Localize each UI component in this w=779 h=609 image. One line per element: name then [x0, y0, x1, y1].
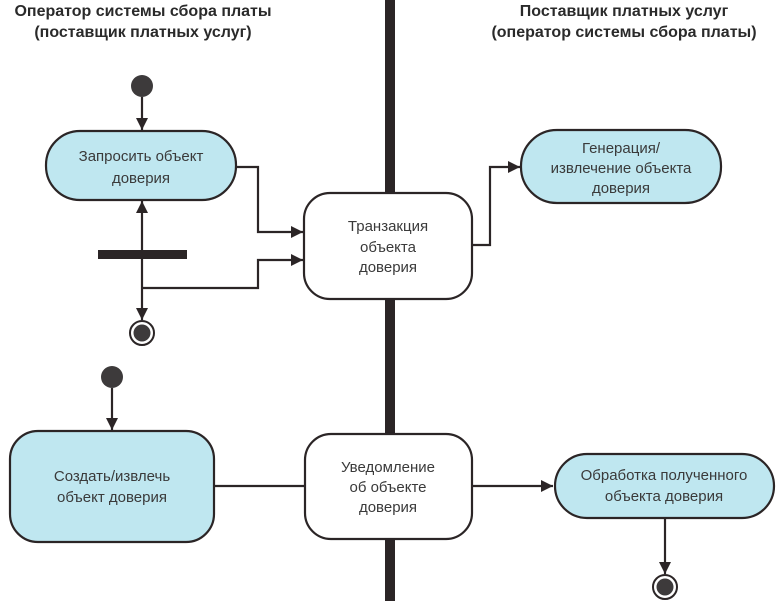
action-notify-line1: Уведомление	[341, 459, 435, 476]
action-process-shape	[553, 452, 776, 520]
action-notify-line2: об объекте	[349, 479, 426, 496]
action-process-line1: Обработка полученного	[581, 467, 748, 484]
action-generate-shape	[519, 128, 723, 205]
lane-right-title-line1: Поставщик платных услуг	[520, 3, 729, 20]
edge-transaction-to-generate	[472, 161, 520, 247]
final-node-1	[129, 320, 155, 346]
lane-left-title: Оператор системы сбора платы (поставщик …	[14, 3, 271, 41]
edge-request-to-transaction	[236, 165, 303, 238]
action-create-trust-object[interactable]: Создать/извлечь объект доверия	[8, 429, 216, 544]
action-process-line2: объекта доверия	[605, 488, 723, 505]
action-transaction-line3: доверия	[359, 259, 417, 276]
lane-right-title-line2: (оператор системы сбора платы)	[491, 24, 756, 41]
action-generate-line2: извлечение объекта	[551, 160, 692, 177]
action-process-trust-object[interactable]: Обработка полученного объекта доверия	[553, 452, 776, 520]
final-node-2-dot	[656, 578, 674, 596]
action-generate-line3: доверия	[592, 180, 650, 197]
action-notify-line3: доверия	[359, 499, 417, 516]
action-generate-line1: Генерация/	[582, 140, 661, 157]
action-request-line1: Запросить объект	[79, 148, 204, 165]
lane-left-title-line1: Оператор системы сбора платы	[14, 3, 271, 20]
action-request-shape	[44, 129, 238, 202]
lane-left-title-line2: (поставщик платных услуг)	[34, 24, 251, 41]
action-notify-trust-object[interactable]: Уведомление об объекте доверия	[303, 432, 474, 541]
action-transaction-line1: Транзакция	[348, 218, 428, 235]
initial-node-2	[101, 366, 123, 388]
swimlane-divider	[385, 0, 395, 601]
action-create-line1: Создать/извлечь	[54, 468, 170, 485]
final-node-1-dot	[133, 324, 151, 342]
initial-node-1	[131, 75, 153, 97]
action-transaction-line2: объекта	[360, 239, 417, 256]
action-create-shape	[8, 429, 216, 544]
lane-right-title: Поставщик платных услуг (оператор систем…	[491, 3, 756, 41]
action-transaction-trust-object[interactable]: Транзакция объекта доверия	[302, 191, 474, 301]
fork-bar	[98, 250, 187, 259]
edge-fork-to-transaction	[142, 254, 303, 290]
action-request-line2: доверия	[112, 170, 170, 187]
action-request-trust-object[interactable]: Запросить объект доверия	[44, 129, 238, 202]
action-generate-trust-object[interactable]: Генерация/ извлечение объекта доверия	[519, 128, 723, 205]
action-create-line2: объект доверия	[57, 489, 167, 506]
final-node-2	[652, 574, 678, 600]
